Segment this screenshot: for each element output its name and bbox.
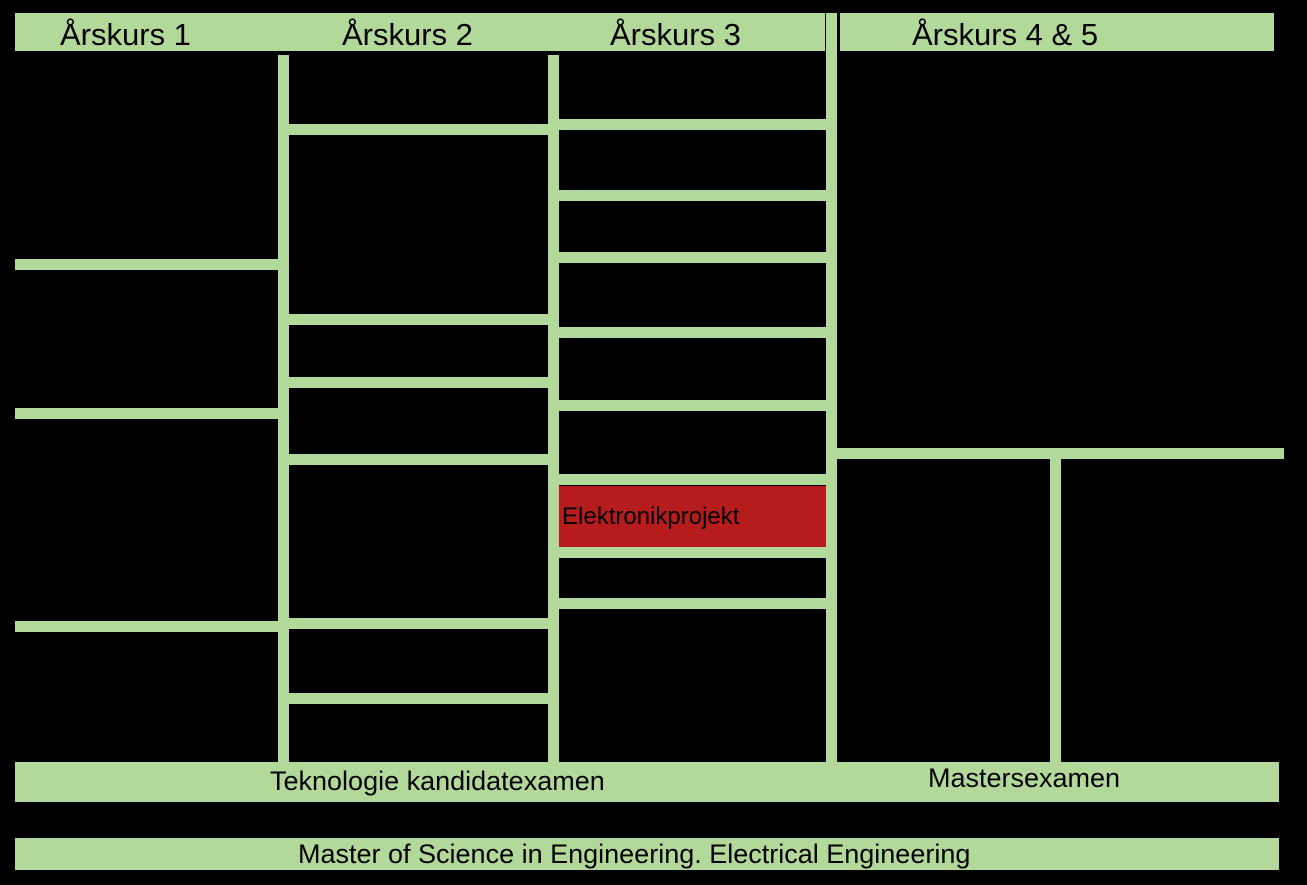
header-year-2: Årskurs 2 (342, 17, 473, 52)
program-bar (15, 838, 1279, 870)
course-separator (558, 252, 827, 263)
header-year-1: Årskurs 1 (60, 17, 191, 52)
course-elektronikprojekt: Elektronikprojekt (559, 486, 826, 547)
course-separator (15, 259, 279, 270)
course-separator (288, 124, 549, 135)
degree-master-label: Mastersexamen (928, 763, 1121, 793)
course-separator (288, 618, 549, 629)
course-separator (288, 377, 549, 388)
course-separator (558, 547, 827, 558)
course-separator (558, 327, 827, 338)
degree-bachelor-label: Teknologie kandidatexamen (270, 766, 605, 796)
program-label: Master of Science in Engineering. Electr… (298, 839, 971, 869)
course-separator (558, 400, 827, 411)
course-separator (15, 621, 279, 632)
course-separator (558, 119, 827, 130)
degree-bar-bachelor (15, 762, 838, 802)
header-year-4-5: Årskurs 4 & 5 (912, 17, 1099, 52)
column-divider-master-split (1050, 455, 1061, 763)
course-separator (558, 190, 827, 201)
column-divider-2-3 (548, 55, 559, 763)
column-divider-1-2 (278, 55, 289, 763)
course-separator (288, 454, 549, 465)
header-bar-years-4-5 (840, 13, 1274, 51)
course-separator (558, 474, 827, 485)
column-divider-3-4 (826, 13, 837, 763)
course-separator (288, 314, 549, 325)
header-year-3: Årskurs 3 (610, 17, 741, 52)
header-bar-years-1-3 (15, 13, 825, 51)
degree-bar-master (836, 762, 1279, 802)
master-separator (836, 448, 1284, 459)
course-separator (15, 408, 279, 419)
course-separator (558, 598, 827, 609)
course-separator (288, 693, 549, 704)
